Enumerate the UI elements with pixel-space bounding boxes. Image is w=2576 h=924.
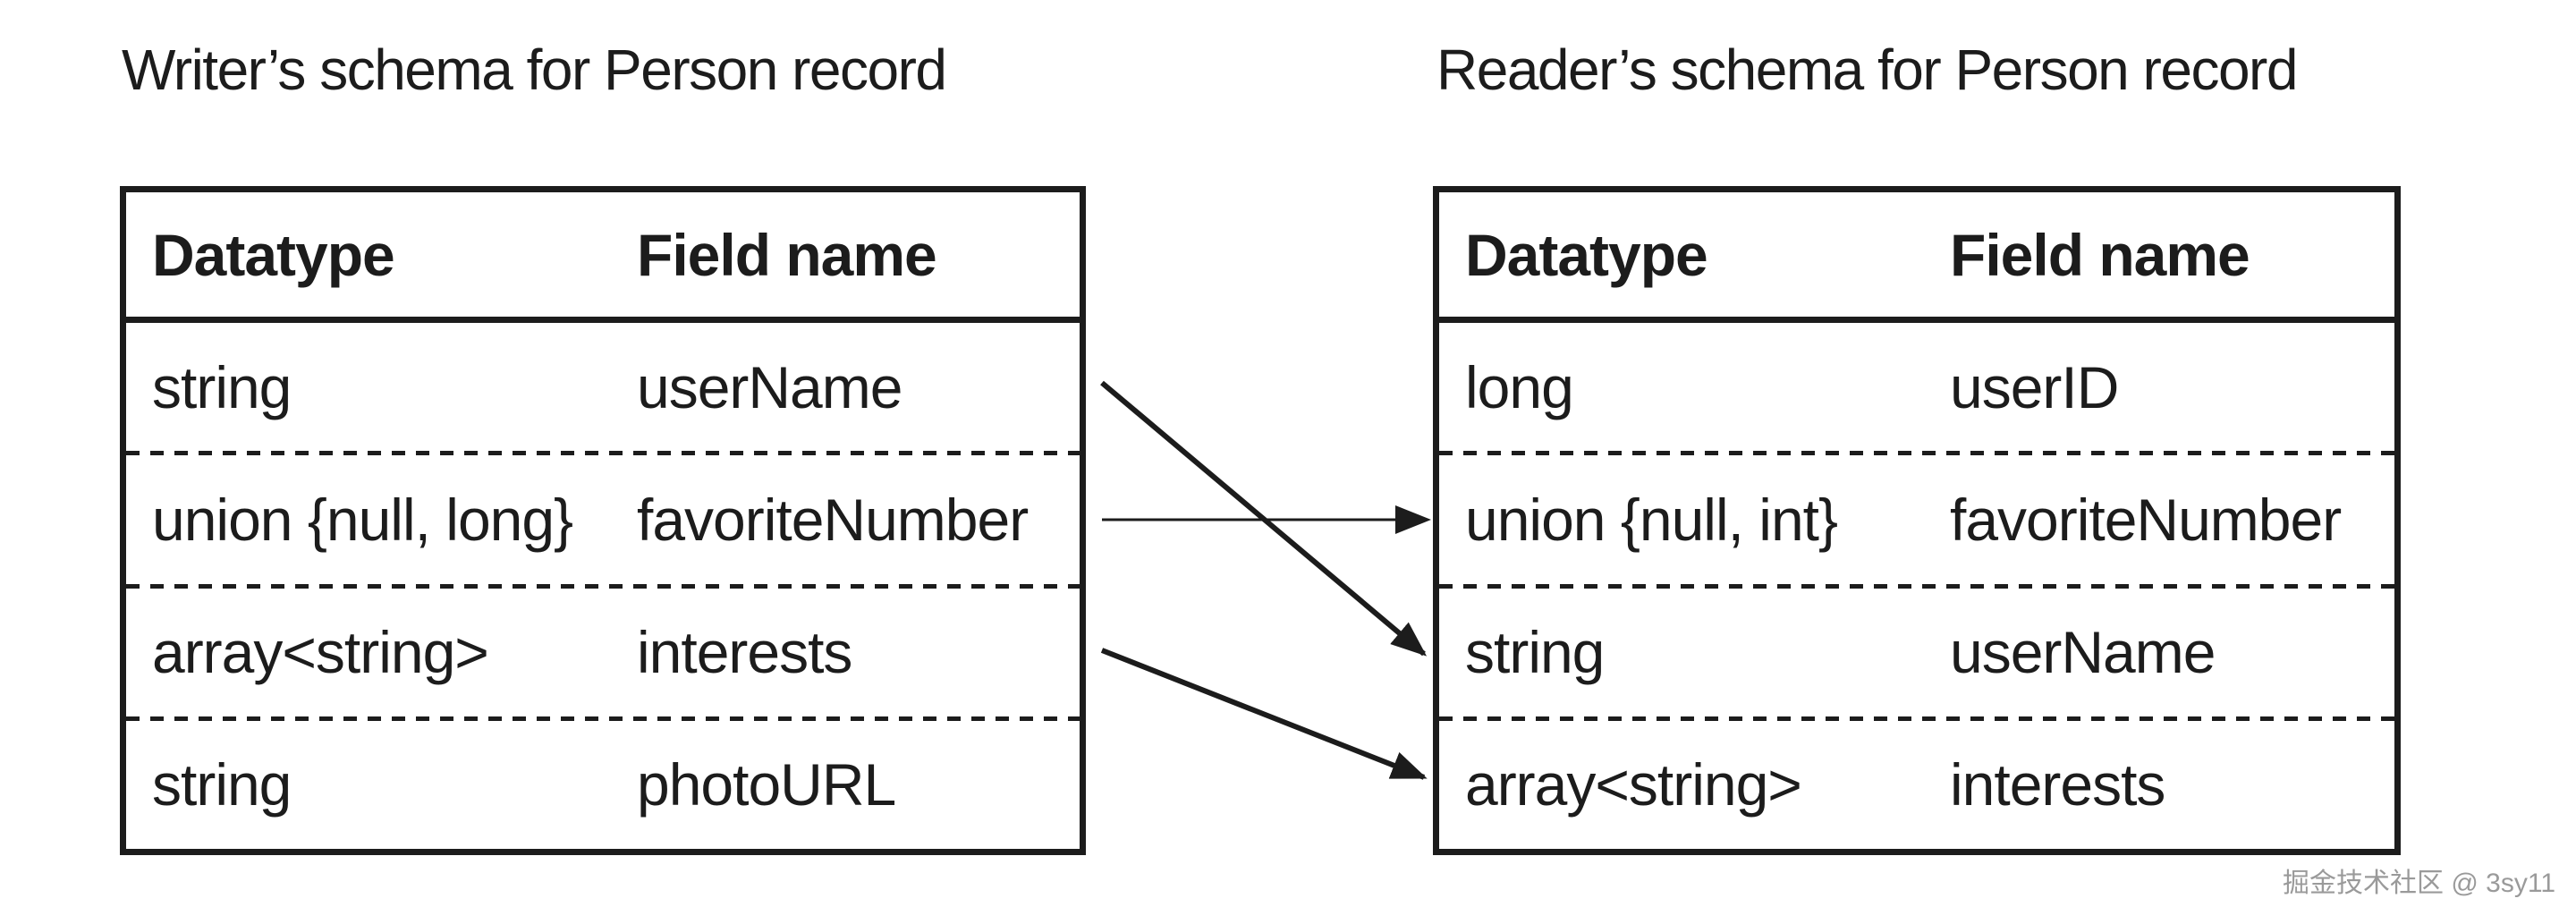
row-separator <box>1439 583 2394 589</box>
arrow-username-mapping <box>1100 380 1428 657</box>
row-separator <box>126 583 1080 589</box>
row-separator <box>126 451 1080 456</box>
row-separator <box>1439 451 2394 456</box>
datatype-cell: string <box>1465 619 1605 686</box>
field-name-cell: favoriteNumber <box>637 486 1029 553</box>
datatype-cell: long <box>1465 353 1574 420</box>
header-fieldname-label: Field name <box>1950 221 2250 288</box>
table-header-row: Datatype Field name <box>1439 192 2394 323</box>
arrow-interests-mapping <box>1100 648 1428 780</box>
row-separator <box>126 716 1080 721</box>
table-row: string userName <box>1439 589 2394 716</box>
table-row: string photoURL <box>126 721 1080 849</box>
table-row: array<string> interests <box>126 589 1080 716</box>
field-name-cell: interests <box>637 619 852 686</box>
datatype-cell: union {null, long} <box>152 486 573 553</box>
reader-schema-table: Datatype Field name long userID union {n… <box>1433 186 2401 855</box>
header-datatype-label: Datatype <box>152 221 395 288</box>
header-fieldname-label: Field name <box>637 221 937 288</box>
row-separator <box>1439 716 2394 721</box>
field-name-cell: favoriteNumber <box>1950 486 2342 553</box>
field-name-cell: photoURL <box>637 751 896 818</box>
datatype-cell: union {null, int} <box>1465 486 1838 553</box>
field-name-cell: userName <box>637 353 902 420</box>
writer-schema-title: Writer’s schema for Person record <box>122 38 947 102</box>
field-name-cell: userName <box>1950 619 2216 686</box>
table-row: union {null, long} favoriteNumber <box>126 455 1080 583</box>
field-name-cell: interests <box>1950 751 2165 818</box>
field-name-cell: userID <box>1950 353 2119 420</box>
watermark: 掘金技术社区 @ 3sy11 <box>2283 869 2555 898</box>
table-row: array<string> interests <box>1439 721 2394 849</box>
datatype-cell: array<string> <box>152 619 489 686</box>
table-row: long userID <box>1439 323 2394 451</box>
table-row: union {null, int} favoriteNumber <box>1439 455 2394 583</box>
table-row: string userName <box>126 323 1080 451</box>
header-datatype-label: Datatype <box>1465 221 1708 288</box>
writer-schema-table: Datatype Field name string userName unio… <box>120 186 1086 855</box>
datatype-cell: string <box>152 751 292 818</box>
table-header-row: Datatype Field name <box>126 192 1080 323</box>
datatype-cell: array<string> <box>1465 751 1802 818</box>
datatype-cell: string <box>152 353 292 420</box>
reader-schema-title: Reader’s schema for Person record <box>1436 38 2298 102</box>
